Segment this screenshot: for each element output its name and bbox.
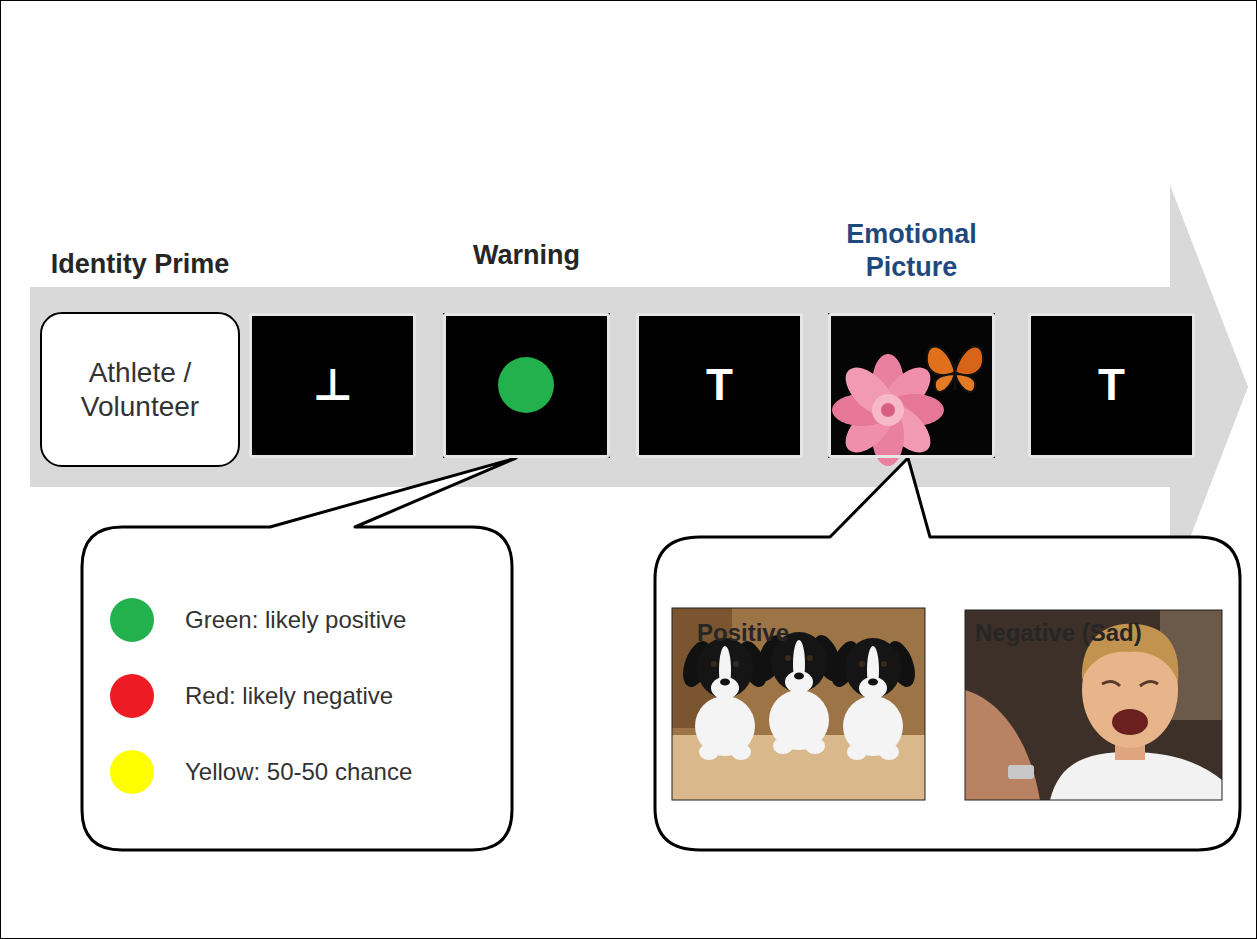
screen-box: Warning bbox=[443, 313, 610, 458]
callout-bubble bbox=[655, 458, 1240, 850]
puppies-picture bbox=[672, 608, 925, 800]
heading-wrap: Identity Prime bbox=[50, 248, 230, 280]
arm bbox=[965, 690, 1040, 800]
legend: Green: likely positiveRed: likely negati… bbox=[110, 598, 412, 826]
screen-fill bbox=[443, 313, 610, 458]
callout-bubble bbox=[82, 458, 516, 850]
fixation-symbol: T bbox=[1086, 359, 1137, 412]
legend-text: Yellow: 50-50 chance bbox=[185, 758, 412, 786]
legend-row: Yellow: 50-50 chance bbox=[110, 750, 412, 794]
legend-text: Red: likely negative bbox=[185, 682, 393, 710]
picture-ground bbox=[965, 610, 1222, 800]
puppy bbox=[826, 637, 921, 760]
picture-screen: Emotional Picture bbox=[828, 313, 995, 458]
fixation-symbol: T bbox=[694, 359, 745, 412]
heading-wrap: Emotional Picture bbox=[812, 218, 1012, 283]
screen-box: T bbox=[636, 313, 803, 458]
heading-wrap: Warning bbox=[427, 239, 627, 271]
legend-swatch bbox=[110, 674, 154, 718]
picture-frame bbox=[965, 610, 1222, 800]
wristwatch bbox=[1008, 765, 1034, 779]
legend-row: Green: likely positive bbox=[110, 598, 412, 642]
flower-picture bbox=[828, 313, 995, 466]
open-mouth bbox=[1112, 709, 1148, 735]
picture-ground bbox=[672, 608, 925, 800]
butterfly bbox=[927, 346, 983, 391]
green-warning-dot bbox=[498, 357, 554, 413]
screen-box: T bbox=[1028, 313, 1195, 458]
puppy bbox=[752, 631, 847, 754]
legend-text: Green: likely positive bbox=[185, 606, 406, 634]
identity-box: Identity PrimeAthlete / Volunteer bbox=[40, 312, 240, 467]
identity-text: Athlete / Volunteer bbox=[42, 356, 238, 423]
picture-frame bbox=[672, 608, 925, 800]
step-heading: Identity Prime bbox=[50, 248, 230, 280]
step-heading: Warning bbox=[427, 239, 627, 271]
legend-swatch bbox=[110, 750, 154, 794]
legend-row: Red: likely negative bbox=[110, 674, 412, 718]
screen-box: ⊥ bbox=[249, 313, 416, 458]
legend-swatch bbox=[110, 598, 154, 642]
crying-boy-picture bbox=[965, 610, 1222, 800]
picture-caption: Positive bbox=[697, 619, 789, 647]
fixation-symbol: ⊥ bbox=[300, 359, 364, 412]
step-heading: Emotional Picture bbox=[812, 218, 1012, 283]
flower bbox=[832, 354, 944, 466]
picture-caption: Negative (Sad) bbox=[975, 619, 1142, 647]
puppy bbox=[678, 637, 773, 760]
